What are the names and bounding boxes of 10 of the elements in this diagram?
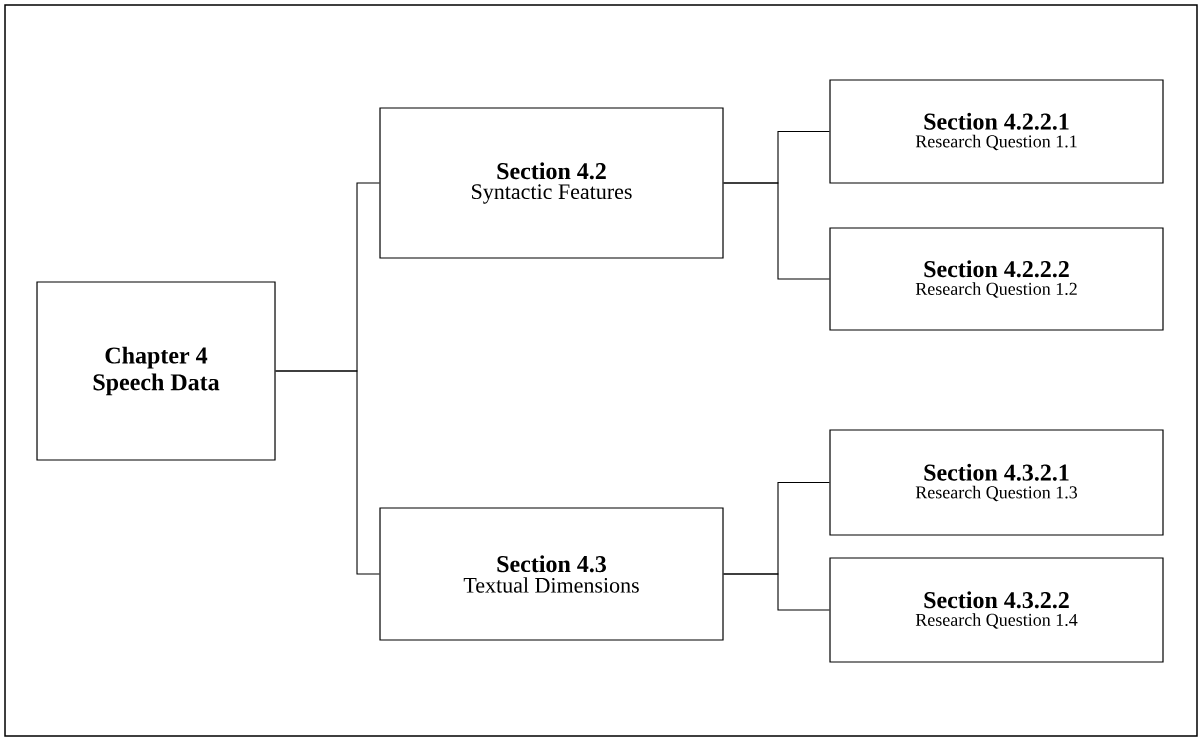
section-box: Section 4.2.2.2 Research Question 1.2 [829, 227, 1164, 331]
section-box: Chapter 4 Speech Data [36, 281, 276, 461]
section-box: Section 4.2.2.1 Research Question 1.1 [829, 79, 1164, 184]
section-box: Section 4.3.2.2 Research Question 1.4 [829, 557, 1164, 663]
connector [275, 370, 380, 575]
connector [723, 182, 830, 280]
section-box: Section 4.3 Textual Dimensions [379, 507, 724, 641]
section-box: Section 4.3.2.1 Research Question 1.3 [829, 429, 1164, 536]
connector [723, 573, 830, 611]
section-box: Section 4.2 Syntactic Features [379, 107, 724, 259]
